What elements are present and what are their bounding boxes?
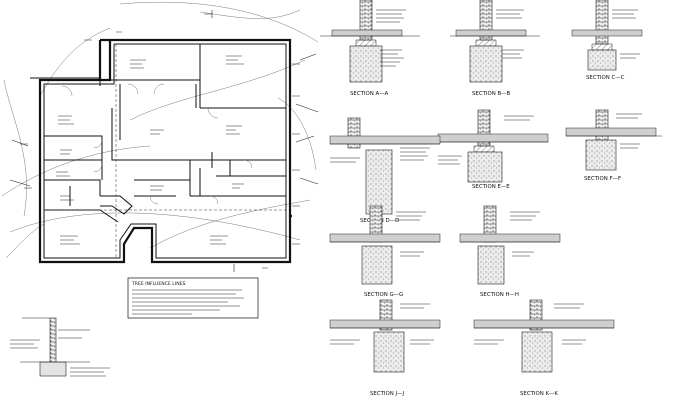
room-annotations: [44, 44, 286, 258]
section-c-title: SECTION C—C: [586, 75, 625, 81]
section-g-drawing: SECTION G—G: [329, 205, 441, 298]
section-c-drawing: SECTION C—C: [571, 0, 643, 81]
section-f-title: SECTION F—F: [584, 176, 621, 182]
tree-influence-title: TREE INFLUENCE LINES: [131, 281, 186, 287]
section-h-title: SECTION H—H: [480, 292, 519, 298]
section-g-title: SECTION G—G: [364, 292, 403, 298]
section-d-drawing: SECTION D—D: [329, 117, 441, 224]
tree-influence-note: TREE INFLUENCE LINES: [127, 277, 259, 319]
section-j-title: SECTION J—J: [370, 391, 404, 397]
section-e-title: SECTION E—E: [472, 184, 510, 190]
section-b-title: SECTION B—B: [472, 91, 511, 97]
door-swings: [61, 83, 253, 205]
section-h-drawing: SECTION H—H: [459, 205, 561, 298]
section-a-title: SECTION A—A: [350, 91, 389, 97]
section-b-drawing: SECTION B—B: [450, 0, 540, 97]
section-a-drawing: SECTION A—A: [320, 0, 420, 97]
section-j-drawing: SECTION J—J: [329, 299, 441, 397]
section-details: SECTION A—A SECTION B—B SECTION C—C: [320, 0, 662, 397]
section-k-drawing: SECTION K—K: [473, 299, 615, 397]
tree-influence-lines: [1, 1, 319, 259]
foundation-detail: [10, 317, 110, 377]
interior-walls: [44, 44, 286, 223]
section-k-title: SECTION K—K: [520, 391, 558, 397]
outer-walls: [30, 38, 292, 264]
section-f-drawing: SECTION F—F: [565, 109, 662, 182]
section-e-drawing: SECTION E—E: [437, 109, 549, 190]
floor-plan: TREE INFLUENCE LINES: [1, 1, 319, 377]
section-markers: [9, 10, 319, 272]
